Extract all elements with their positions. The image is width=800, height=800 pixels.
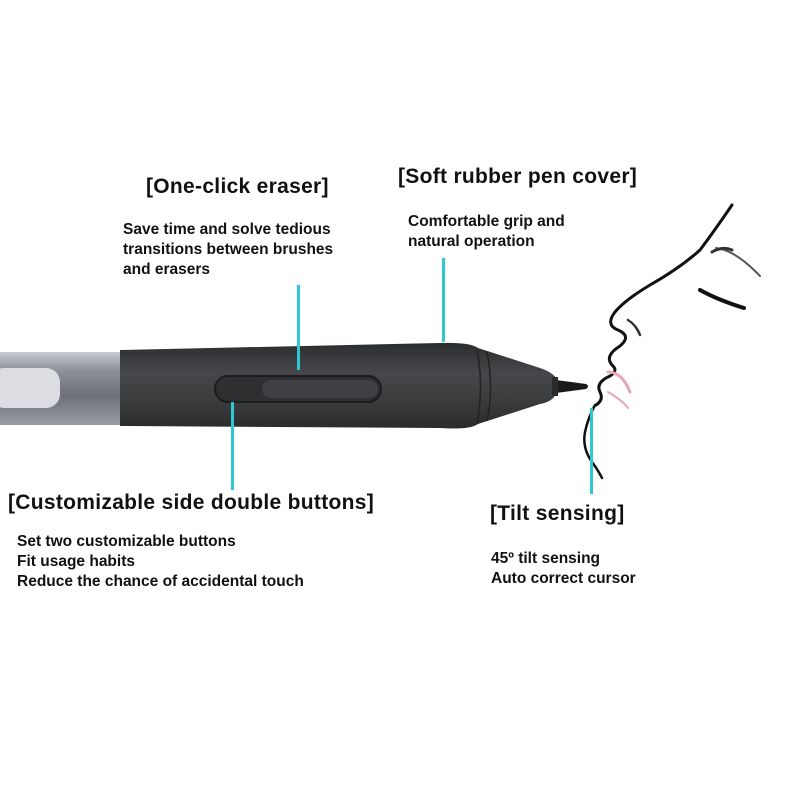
feature-customizable-side-buttons-description: Set two customizable buttons Fit usage h…: [17, 532, 304, 592]
side-double-button: [214, 375, 382, 403]
feature-desc-line: transitions between brushes: [123, 241, 334, 258]
feature-title: [Tilt sensing]: [490, 502, 625, 525]
feature-desc-line: Reduce the chance of accidental touch: [17, 573, 304, 590]
feature-tilt-sensing: [Tilt sensing]: [490, 502, 625, 526]
feature-desc-line: Auto correct cursor: [491, 570, 636, 587]
leader-line-eraser: [297, 285, 300, 370]
feature-desc-line: Comfortable grip and: [408, 213, 565, 230]
leader-line-side-buttons: [231, 402, 234, 490]
feature-soft-rubber-pen-cover-description: Comfortable grip and natural operation: [408, 212, 565, 252]
feature-one-click-eraser-description: Save time and solve tedious transitions …: [123, 220, 333, 280]
feature-customizable-side-buttons: [Customizable side double buttons]: [8, 491, 374, 515]
feature-soft-rubber-pen-cover: [Soft rubber pen cover]: [398, 165, 637, 189]
feature-desc-line: Set two customizable buttons: [17, 533, 236, 550]
feature-title: [One-click eraser]: [146, 175, 329, 198]
feature-one-click-eraser: [One-click eraser]: [146, 175, 329, 199]
feature-title: [Customizable side double buttons]: [8, 491, 375, 514]
feature-tilt-sensing-description: 45º tilt sensing Auto correct cursor: [491, 549, 636, 589]
feature-desc-line: Save time and solve tedious: [123, 221, 331, 238]
face-sketch: [583, 203, 761, 480]
feature-desc-line: 45º tilt sensing: [491, 550, 601, 567]
feature-title: [Soft rubber pen cover]: [398, 165, 638, 188]
leader-line-pen-cover: [442, 258, 445, 342]
feature-desc-line: and erasers: [123, 261, 211, 278]
feature-desc-line: natural operation: [408, 233, 535, 250]
pen-barrel: [0, 352, 122, 425]
leader-line-tilt: [590, 408, 593, 494]
feature-desc-line: Fit usage habits: [17, 553, 135, 570]
